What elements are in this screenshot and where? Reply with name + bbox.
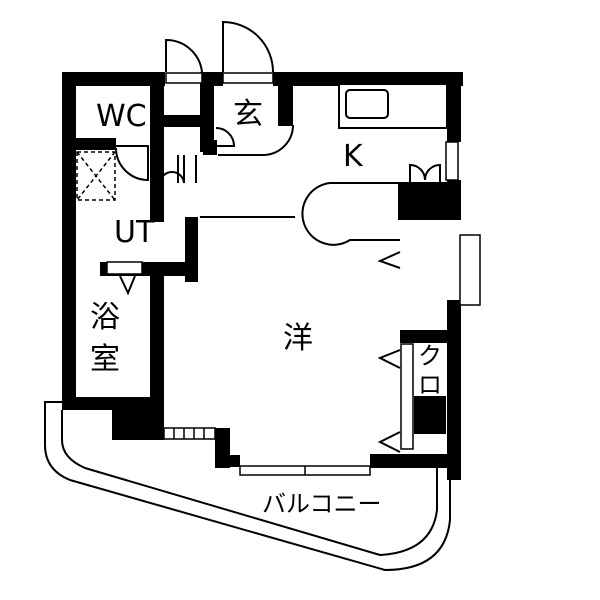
room-label-balcony: バルコニー — [262, 490, 382, 518]
louvre — [163, 427, 216, 440]
room-label-closet-1: ク — [418, 342, 442, 370]
dashed-ventilation — [76, 151, 116, 201]
room-label-bath-1: 浴 — [90, 300, 120, 335]
room-label-wc: WC — [96, 99, 147, 134]
room-label-kitchen: K — [343, 139, 363, 174]
door-swings — [44, 20, 451, 572]
room-label-entrance: 玄 — [233, 97, 263, 132]
room-label-utility: UT — [114, 215, 155, 250]
room-label-western-room: 洋 — [283, 321, 313, 356]
room-label-closet-2: ロ — [418, 371, 442, 399]
fixtures — [106, 72, 481, 476]
room-label-bath-2: 室 — [90, 342, 120, 377]
